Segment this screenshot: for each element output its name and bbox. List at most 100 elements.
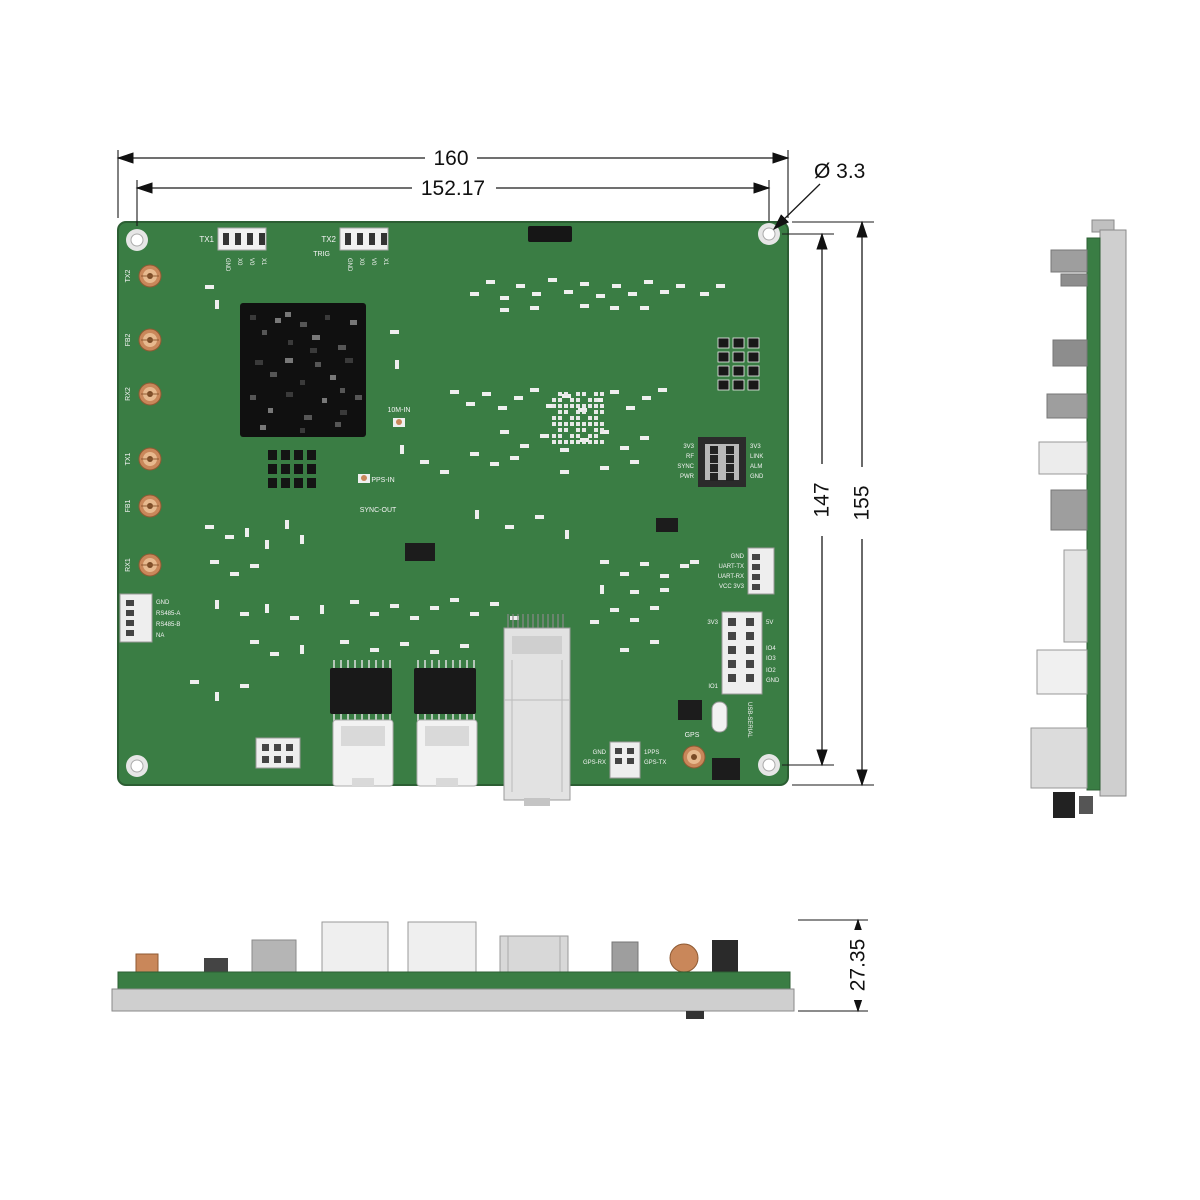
- label-10m-in: 10M-IN: [388, 407, 411, 414]
- rs485-label: RS485-B: [156, 622, 180, 628]
- ic-chip: [712, 758, 740, 780]
- dim-text-hole-diameter: Ø 3.3: [814, 160, 865, 183]
- gps-coax-connector: [682, 745, 706, 769]
- bottom-components: [135, 921, 738, 973]
- capacitor-bank: [268, 450, 316, 488]
- dim-text-hole-pitch-width: 152.17: [421, 177, 485, 200]
- dim-text-thickness: 27.35: [847, 939, 870, 992]
- pin-label: X0: [236, 258, 242, 266]
- coax-label: RX1: [125, 558, 132, 572]
- ethernet-transformers: [330, 660, 476, 722]
- label-trig: TRIG: [313, 251, 330, 258]
- pcb-side-view: [1030, 219, 1127, 818]
- coax-connector: [138, 382, 162, 406]
- label-gps: GPS: [685, 732, 700, 739]
- label-tx1: TX1: [199, 235, 214, 244]
- rs485-label: NA: [156, 633, 164, 639]
- 10m-in-point: [393, 418, 405, 427]
- bottom-pcb-edge: [117, 971, 791, 990]
- rf-label: SYNC: [677, 464, 694, 470]
- pin-label: GND: [346, 258, 352, 272]
- uart-header: [747, 547, 775, 595]
- uart-label: GND: [731, 554, 745, 560]
- io-label: GND: [766, 678, 780, 684]
- dimension-thickness: 27.35: [798, 918, 871, 1013]
- coax-connector: [138, 553, 162, 577]
- rj45-jack-1: [332, 719, 394, 787]
- dimension-hole-diameter: Ø 3.3: [772, 160, 865, 230]
- rf-label: LINK: [750, 454, 763, 460]
- gps-serial-header: [609, 741, 641, 779]
- label-pps-in: PPS-IN: [371, 477, 394, 484]
- gps-uart-label: GPS-TX: [644, 760, 666, 766]
- coax-connectors: [138, 264, 162, 577]
- coax-label: FB1: [125, 499, 132, 512]
- io-label: IO1: [708, 684, 718, 690]
- rf-label: GND: [750, 474, 764, 480]
- coax-connector: [138, 328, 162, 352]
- io-label: IO3: [766, 656, 776, 662]
- bottom-tab: [686, 1011, 704, 1019]
- rs485-header: [119, 593, 153, 643]
- io-label: 5V: [766, 620, 773, 626]
- pin-label: X1: [382, 258, 388, 266]
- dimension-hole-pitch-width: 152.17: [135, 176, 771, 226]
- coax-connector: [138, 447, 162, 471]
- mounting-hole-bottom-left: [126, 755, 148, 777]
- gps-uart-label: GND: [593, 750, 607, 756]
- gps-uart-label: GPS-RX: [583, 760, 606, 766]
- aux-header: [255, 737, 301, 769]
- coax-connector: [138, 494, 162, 518]
- header-tx1: [217, 227, 267, 251]
- side-components: [1030, 249, 1093, 818]
- pps-in-point: [358, 474, 370, 483]
- rs485-label: RS485-A: [156, 611, 180, 617]
- ic-chip: [678, 700, 702, 720]
- silkscreen-matrix: [552, 392, 604, 444]
- rj45-jack-2: [416, 719, 478, 787]
- coax-label: TX1: [125, 452, 132, 465]
- uart-label: UART-TX: [718, 564, 744, 570]
- pcb-top-view: TX1 TX2 TRIG GND X0 V0 X1 GND X0 V0 X1 T…: [117, 221, 789, 806]
- rf-label: 3V3: [683, 444, 694, 450]
- dimension-hole-pitch-height: 147: [782, 232, 835, 767]
- pin-label: V0: [248, 258, 254, 266]
- pin-label: X1: [260, 258, 266, 266]
- coax-label: TX2: [125, 269, 132, 282]
- uart-label: UART-RX: [718, 574, 744, 580]
- ic-chip: [656, 518, 678, 532]
- label-sync-out: SYNC-OUT: [360, 507, 397, 514]
- rf-label: PWR: [680, 474, 695, 480]
- gps-uart-label: 1PPS: [644, 750, 659, 756]
- module-components: [250, 312, 362, 433]
- bottom-mounting-plate: [111, 988, 795, 1012]
- label-tx2: TX2: [321, 235, 336, 244]
- top-edge-connector: [528, 226, 572, 242]
- coax-connector: [138, 264, 162, 288]
- capacitor-grid: [717, 337, 760, 391]
- io-label: 3V3: [707, 620, 718, 626]
- rf-label: ALM: [750, 464, 762, 470]
- uart-label: VCC 3V3: [719, 584, 745, 590]
- dim-text-overall-height: 155: [851, 485, 874, 520]
- sfp-cage: [503, 614, 571, 806]
- side-mounting-plate: [1099, 229, 1127, 797]
- pin-label: V0: [370, 258, 376, 266]
- rf-label: RF: [686, 454, 694, 460]
- pin-label: GND: [224, 258, 230, 272]
- ic-chip: [405, 543, 435, 561]
- usb-serial-connector: [711, 701, 728, 733]
- mounting-hole-bottom-right: [758, 754, 780, 776]
- dimension-overall-height: 155: [792, 220, 875, 787]
- pin-label: X0: [358, 258, 364, 266]
- label-usb-serial: USB-SERIAL: [746, 702, 752, 738]
- dim-text-hole-pitch-height: 147: [811, 482, 834, 517]
- coax-label: RX2: [125, 387, 132, 401]
- dim-text-overall-width: 160: [433, 147, 468, 170]
- sfp-pins: [507, 614, 564, 628]
- header-tx2: [339, 227, 389, 251]
- pcb-bottom-view: [111, 921, 795, 1019]
- rs485-label: GND: [156, 600, 170, 606]
